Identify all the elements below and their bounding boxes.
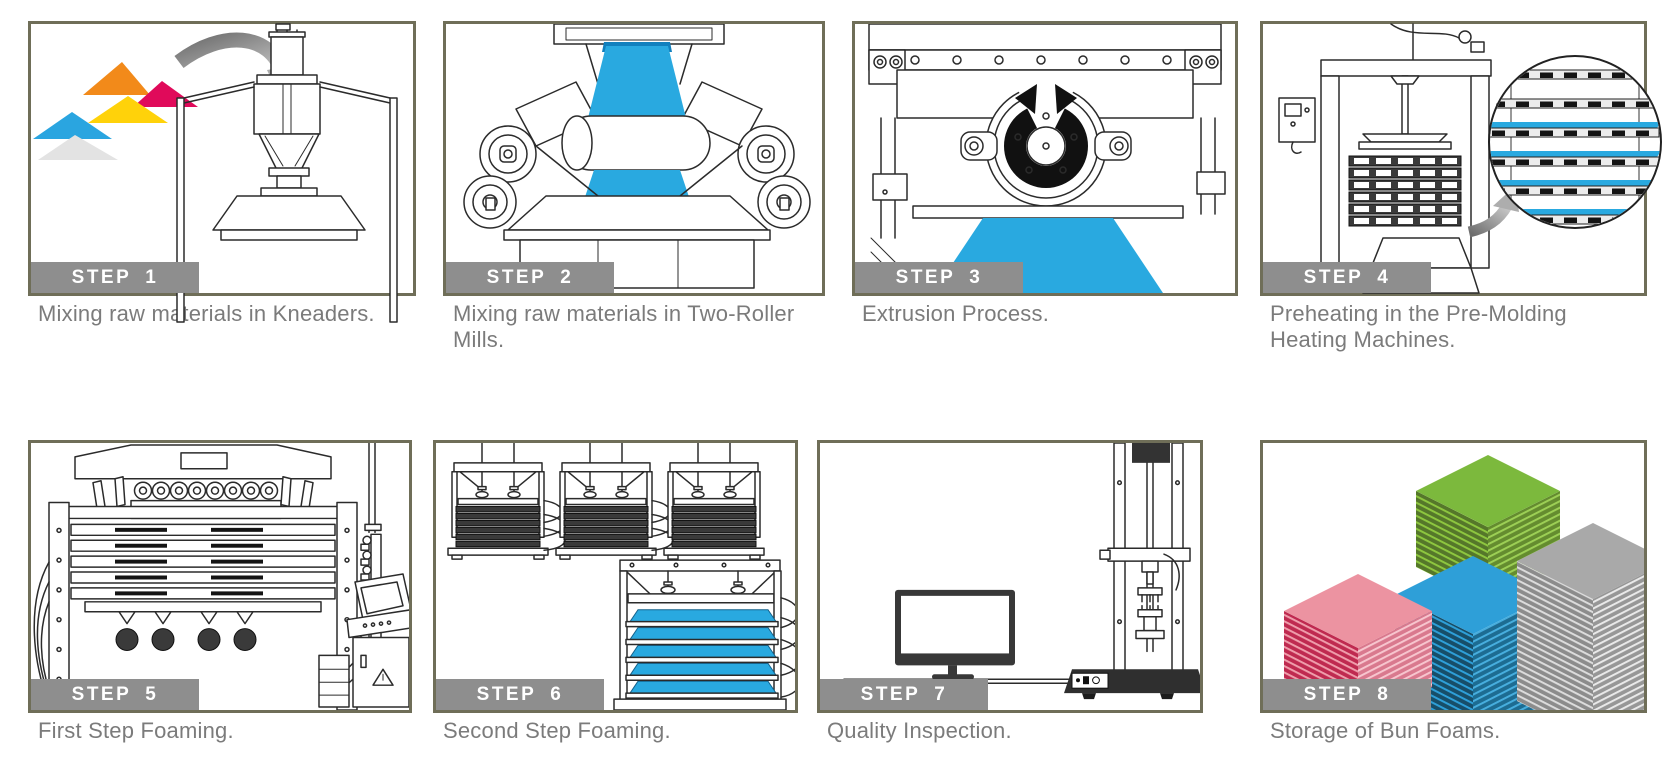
step-badge-label: STEP (860, 684, 921, 705)
step-5-badge: STEP 5 (31, 679, 199, 710)
gray-foam-stack (1517, 523, 1644, 710)
step-7-cell: STEP 7 Quality Inspection. (817, 440, 1203, 744)
step-badge-label: STEP (895, 267, 956, 288)
step-badge-label: STEP (71, 267, 132, 288)
step-8-panel: STEP 8 (1260, 440, 1647, 713)
step-3-panel: STEP 3 (852, 21, 1238, 296)
step-4-panel: STEP 4 (1260, 21, 1662, 296)
powder-blue (33, 112, 112, 139)
step-badge-label: STEP (1303, 267, 1364, 288)
preheating-machine-illustration (1278, 23, 1662, 294)
press-columns (33, 501, 358, 710)
step-badge-number: 6 (550, 684, 564, 705)
powder-orange (83, 62, 150, 95)
green-foam-stack (1416, 455, 1560, 603)
right-rollers (737, 125, 811, 229)
step-badge-label: STEP (486, 267, 547, 288)
step-badge-number: 8 (1377, 684, 1391, 705)
upper-sheet (588, 42, 686, 118)
step-7-caption: Quality Inspection. (827, 718, 1012, 743)
step-5-panel: STEP 5 (28, 440, 412, 713)
second-foaming-illustration (447, 443, 795, 710)
step-8-badge: STEP 8 (1263, 679, 1431, 710)
two-roller-mill-illustration (463, 24, 811, 289)
side-frames (870, 117, 1226, 287)
press-frame (1320, 23, 1492, 269)
rotary-die (960, 80, 1132, 207)
step-3-badge: STEP 3 (855, 262, 1023, 293)
step-1-cell: STEP 1 Mixing raw materials in Kneaders. (28, 21, 416, 327)
kneader-illustration (33, 23, 398, 323)
control-panel (1278, 97, 1316, 154)
step-3-cell: STEP 3 Extrusion Process. (852, 21, 1238, 327)
step-badge-label: STEP (71, 684, 132, 705)
step-4-badge: STEP 4 (1263, 262, 1431, 293)
step-badge-number: 5 (145, 684, 159, 705)
die-lip (912, 205, 1184, 219)
step-8-caption: Storage of Bun Foams. (1270, 718, 1501, 743)
foam-stacks-illustration (1284, 455, 1644, 710)
step-1-badge: STEP 1 (31, 262, 199, 293)
step-7-badge: STEP 7 (820, 679, 988, 710)
step-badge-label: STEP (476, 684, 537, 705)
step-5-caption: First Step Foaming. (38, 718, 234, 743)
foaming-press-illustration (33, 443, 409, 710)
step-badge-number: 4 (1377, 267, 1391, 288)
step-badge-number: 7 (934, 684, 948, 705)
step-badge-number: 2 (560, 267, 574, 288)
step-6-cell: STEP 6 Second Step Foaming. (433, 440, 798, 744)
mini-press (663, 443, 765, 560)
mini-press (555, 443, 674, 560)
large-press (613, 559, 795, 710)
step-7-panel: STEP 7 (817, 440, 1203, 713)
shelf-row-with-sheet (1490, 122, 1660, 225)
step-1-panel: STEP 1 (28, 21, 416, 323)
tray-stack (1348, 155, 1462, 227)
left-rollers (463, 125, 537, 229)
computer-monitor (895, 589, 1015, 680)
kneader-machine (176, 23, 398, 323)
step-3-caption: Extrusion Process. (862, 301, 1050, 326)
quality-inspection-illustration (843, 443, 1200, 700)
step-4-cell: STEP 4 Preheating in the Pre-Molding Hea… (1260, 21, 1662, 354)
step-2-caption: Mixing raw materials in Two-Roller Mills… (453, 301, 795, 353)
step-1-caption: Mixing raw materials in Kneaders. (38, 301, 375, 326)
magnifier-detail (1488, 55, 1662, 229)
step-4-caption: Preheating in the Pre-Molding Heating Ma… (1270, 301, 1567, 353)
mini-press (447, 443, 566, 560)
powder-white (38, 135, 118, 160)
step-6-badge: STEP 6 (436, 679, 604, 710)
step-badge-label: STEP (1303, 684, 1364, 705)
step-badge-number: 1 (145, 267, 159, 288)
step-5-cell: STEP 5 First Step Foaming. (28, 440, 412, 744)
step-2-panel: STEP 2 (443, 21, 825, 296)
step-2-cell: STEP 2 Mixing raw materials in Two-Rolle… (443, 21, 825, 354)
step-badge-number: 3 (969, 267, 983, 288)
testing-machine (1064, 443, 1200, 700)
step-6-panel: STEP 6 (433, 440, 798, 713)
powder-yellow (88, 96, 168, 123)
step-8-cell: STEP 8 Storage of Bun Foams. (1260, 440, 1647, 744)
step-6-caption: Second Step Foaming. (443, 718, 671, 743)
center-drum (561, 115, 711, 171)
step-2-badge: STEP 2 (446, 262, 614, 293)
control-console (318, 573, 409, 708)
platens (66, 505, 340, 651)
extruder-illustration (868, 24, 1226, 293)
